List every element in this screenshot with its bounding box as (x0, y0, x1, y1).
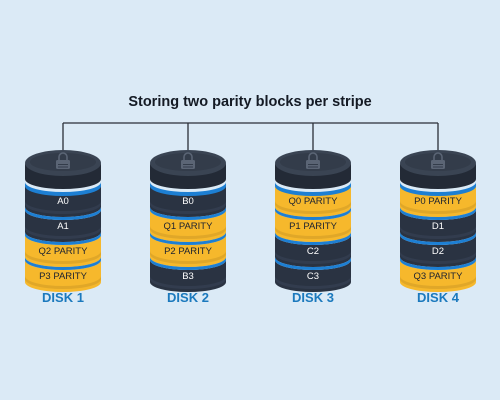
diagram-title: Storing two parity blocks per stripe (128, 94, 372, 110)
disk-2-block-1-label: Q1 PARITY (164, 221, 214, 232)
disk-2-separator-0 (150, 207, 226, 220)
disk-2-cylinder: B3 P2 PARITY Q1 PARITY B0 (150, 150, 226, 292)
disk-4-stripe-0 (400, 185, 476, 217)
disk-1-stripe-3-shade (25, 276, 101, 289)
disk-3-label: DISK 3 (292, 290, 334, 305)
disk-1-label: DISK 1 (42, 290, 84, 305)
disk-3-stripe-0-shade (275, 201, 351, 214)
disk-4-stripe-2-shade (400, 251, 476, 264)
disk-3-separator-1 (275, 232, 351, 245)
disk-3-block-1-label: P1 PARITY (289, 221, 338, 232)
disk-4-separator-0 (400, 207, 476, 220)
disk-1-block-0-label: A0 (57, 196, 69, 207)
disk-1-stripe-1 (25, 210, 101, 242)
disk-4-stripe-3-shade (400, 276, 476, 289)
disk-3-stripe-2-shade (275, 251, 351, 264)
disk-2-stripe-2-shade (150, 251, 226, 264)
disk-4-cylinder: Q3 PARITY D2 D1 P0 PARITY (400, 150, 476, 292)
disk-4-stripe-2 (400, 235, 476, 267)
disk-3-stripe-3 (275, 260, 351, 292)
disk-2-stripe-3-shade (150, 276, 226, 289)
disk-1-stripe-0-shade (25, 201, 101, 214)
disk-2-separator-2 (150, 257, 226, 270)
disk-2-block-0-label: B0 (182, 196, 194, 207)
disk-4-stripe-0-shade (400, 201, 476, 214)
disk-3-separator-0 (275, 207, 351, 220)
disk-4-stripe-3 (400, 260, 476, 292)
disk-2-stripe-0-shade (150, 201, 226, 214)
disk-2-label: DISK 2 (167, 290, 209, 305)
disk-1-block-1-label: A1 (57, 221, 69, 232)
disk-1-cylinder: P3 PARITY Q2 PARITY A1 A0 (25, 150, 101, 292)
disk-3-cylinder: C3 C2 P1 PARITY Q0 PARITY (275, 150, 351, 292)
disk-4-stripe-1-shade (400, 226, 476, 239)
disk-3-stripe-0 (275, 185, 351, 217)
connector-lines (62, 122, 439, 150)
disk-1-stripe-0 (25, 185, 101, 217)
disk-4-top-separator (400, 182, 476, 196)
disk-4-block-1-label: D1 (432, 221, 444, 232)
disk-2-block-2-label: P2 PARITY (164, 246, 213, 257)
disk-3-stripe-3-shade (275, 276, 351, 289)
disk-3-block-0-label: Q0 PARITY (289, 196, 339, 207)
disk-3-block-2-label: C2 (307, 246, 319, 257)
lock-icon (431, 152, 445, 169)
disk-1-block-3-label: P3 PARITY (39, 271, 88, 282)
disk-2-separator-1 (150, 232, 226, 245)
disk-1-separator-1 (25, 232, 101, 245)
lock-icon (56, 152, 70, 169)
disk-1-stripe-1-shade (25, 226, 101, 239)
disk-2-top-separator (150, 182, 226, 196)
disk-4-block-3-label: Q3 PARITY (414, 271, 464, 282)
disk-4-block-0-label: P0 PARITY (414, 196, 463, 207)
disk-3-block-3-label: C3 (307, 271, 319, 282)
disk-4-separator-1 (400, 232, 476, 245)
lock-icon (306, 152, 320, 169)
disk-2-stripe-3 (150, 260, 226, 292)
disk-1-top-separator (25, 182, 101, 196)
disk-1-block-2-label: Q2 PARITY (39, 246, 89, 257)
disk-2-stripe-0 (150, 185, 226, 217)
disk-1-stripe-2 (25, 235, 101, 267)
disk-1-separator-2 (25, 257, 101, 270)
disk-4-stripe-1 (400, 210, 476, 242)
disk-1-stripe-3 (25, 260, 101, 292)
disk-3-separator-2 (275, 257, 351, 270)
disk-2-stripe-1-shade (150, 226, 226, 239)
disk-2-block-3-label: B3 (182, 271, 194, 282)
lock-icon (181, 152, 195, 169)
disk-4-label: DISK 4 (417, 290, 459, 305)
disk-2-stripe-1 (150, 210, 226, 242)
disk-1-stripe-2-shade (25, 251, 101, 264)
disk-2-stripe-2 (150, 235, 226, 267)
disk-1-separator-0 (25, 207, 101, 220)
disk-3-top-separator (275, 182, 351, 196)
disk-3-stripe-1 (275, 210, 351, 242)
disk-4-block-2-label: D2 (432, 246, 444, 257)
disk-3-stripe-2 (275, 235, 351, 267)
disk-4-separator-2 (400, 257, 476, 270)
disk-3-stripe-1-shade (275, 226, 351, 239)
